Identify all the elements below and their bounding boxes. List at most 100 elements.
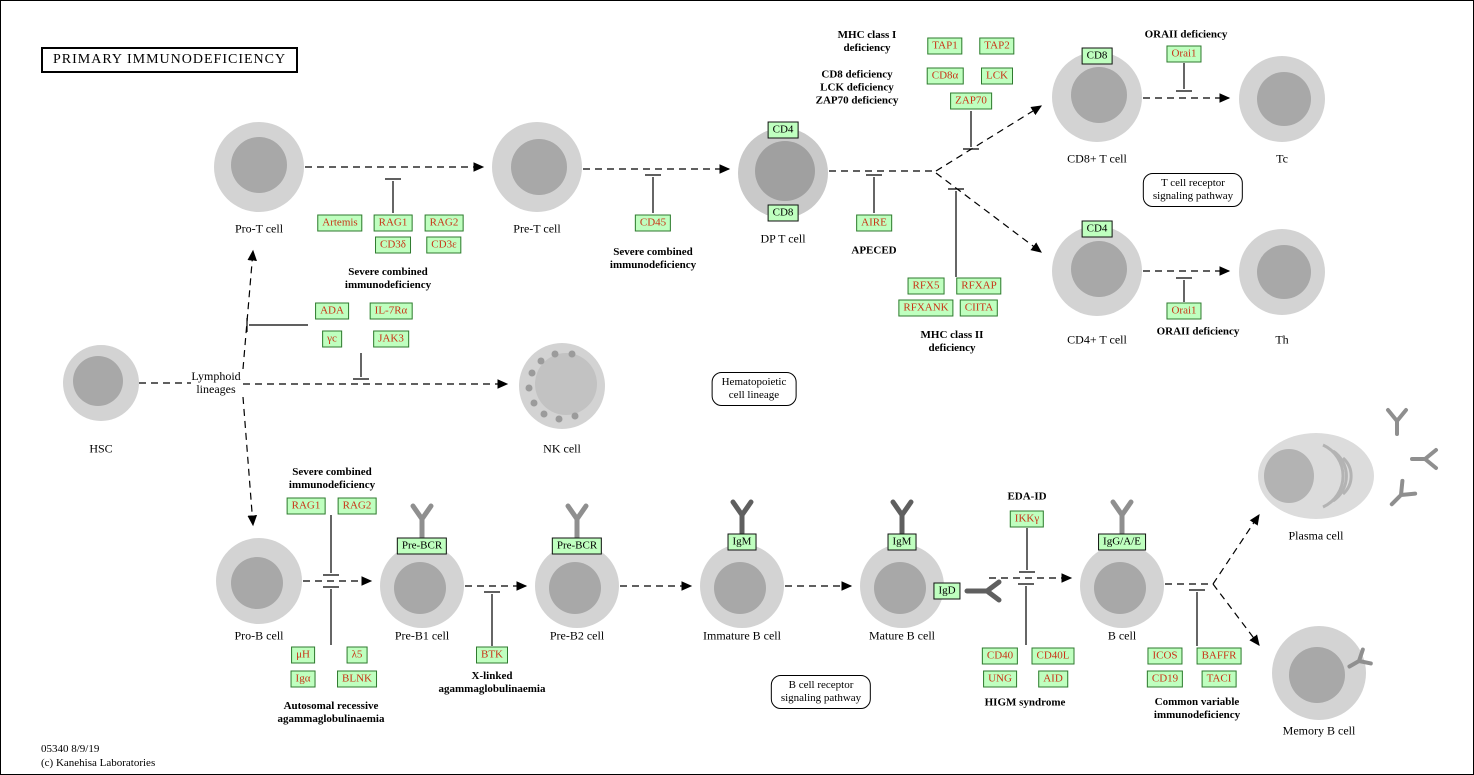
b-cell: [1080, 544, 1164, 628]
gene-lck[interactable]: LCK: [981, 67, 1013, 85]
disease-oraii-top: ORAII deficiency: [1144, 28, 1228, 41]
disease-higm: HIGM syndrome: [984, 696, 1066, 709]
label-memory-b: Memory B cell: [1282, 723, 1356, 738]
gene-btk[interactable]: BTK: [476, 646, 508, 664]
disease-apeced: APECED: [851, 244, 897, 257]
gene-aire[interactable]: AIRE: [856, 214, 892, 232]
gene-jak3[interactable]: JAK3: [373, 330, 409, 348]
gene-rfx5[interactable]: RFX5: [907, 277, 945, 295]
gene-orai1-bottom[interactable]: Orai1: [1166, 302, 1202, 320]
receptor-cd4-mid[interactable]: CD4: [1081, 220, 1113, 238]
label-immature-b: Immature B cell: [703, 628, 781, 643]
copyright: (c) Kanehisa Laboratories: [41, 757, 156, 769]
receptor-cd8-dp[interactable]: CD8: [767, 204, 799, 222]
gene-cd40l[interactable]: CD40L: [1031, 647, 1075, 665]
disease-mhc-class-ii: MHC class II deficiency: [920, 329, 984, 354]
disease-eda-id: EDA-ID: [1007, 490, 1047, 503]
gene-orai1-top[interactable]: Orai1: [1166, 45, 1202, 63]
pre-b2-cell: [535, 544, 619, 628]
gene-ada[interactable]: ADA: [315, 302, 349, 320]
gene-ung[interactable]: UNG: [983, 670, 1017, 688]
gene-cd3e[interactable]: CD3ε: [426, 236, 462, 254]
gene-gamma-c[interactable]: γc: [322, 330, 342, 348]
link-hematopoietic-cell-lineage[interactable]: Hematopoietic cell lineage: [711, 372, 797, 406]
disease-scid-t: Severe combined immunodeficiency: [344, 266, 432, 291]
gene-il7ra[interactable]: IL-7Rα: [369, 302, 413, 320]
label-mature-b: Mature B cell: [869, 628, 935, 643]
cd4-t-cell: [1052, 226, 1142, 316]
label-plasma: Plasma cell: [1288, 528, 1344, 543]
gene-ciita[interactable]: CIITA: [959, 299, 999, 317]
label-th: Th: [1275, 332, 1289, 347]
differentiation-arrows: [139, 93, 1260, 646]
receptor-pre-bcr-1[interactable]: Pre-BCR: [396, 537, 448, 555]
gene-taci[interactable]: TACI: [1201, 670, 1237, 688]
label-cd4-t: CD4+ T cell: [1067, 332, 1127, 347]
link-tcr-signaling-pathway[interactable]: T cell receptor signaling pathway: [1142, 173, 1244, 207]
label-pro-b: Pro-B cell: [234, 628, 284, 643]
gene-ikk-gamma[interactable]: IKKγ: [1009, 510, 1045, 528]
gene-cd19[interactable]: CD19: [1146, 670, 1184, 688]
gene-ig-alpha[interactable]: Igα: [290, 670, 316, 688]
disease-xla: X-linked agammaglobulinaemia: [438, 670, 546, 695]
label-pre-b2: Pre-B2 cell: [549, 628, 605, 643]
disease-scid-cd45: Severe combined immunodeficiency: [609, 246, 697, 271]
receptor-pre-bcr-2[interactable]: Pre-BCR: [551, 537, 603, 555]
receptor-cd4-dp[interactable]: CD4: [767, 121, 799, 139]
tc-cell: [1239, 56, 1325, 142]
label-cd8-t: CD8+ T cell: [1067, 151, 1127, 166]
inhibition-connectors: [246, 63, 1205, 646]
pre-b1-cell: [380, 544, 464, 628]
link-bcr-signaling-pathway[interactable]: B cell receptor signaling pathway: [770, 675, 872, 709]
gene-rfxank[interactable]: RFXANK: [898, 299, 954, 317]
gene-rag1-b[interactable]: RAG1: [286, 497, 326, 515]
gene-mu-h[interactable]: μH: [291, 646, 315, 664]
bcr-y-icons: [410, 408, 1438, 669]
disease-cd8-lck-zap70: CD8 deficiency LCK deficiency ZAP70 defi…: [815, 68, 899, 107]
memory-b-cell: [1272, 626, 1366, 720]
hsc-cell: [63, 345, 139, 421]
gene-zap70[interactable]: ZAP70: [950, 92, 992, 110]
mature-b-cell: [860, 544, 944, 628]
plasma-cell: [1258, 433, 1374, 519]
gene-blnk[interactable]: BLNK: [337, 670, 377, 688]
pro-b-cell: [216, 538, 302, 624]
gene-cd8a[interactable]: CD8α: [926, 67, 964, 85]
gene-rag2-b[interactable]: RAG2: [337, 497, 377, 515]
label-tc: Tc: [1276, 151, 1288, 166]
receptor-cd8-top[interactable]: CD8: [1081, 47, 1113, 65]
pro-t-cell: [214, 122, 304, 212]
cd8-t-cell: [1052, 52, 1142, 142]
receptor-ig-gae[interactable]: IgG/A/E: [1098, 533, 1146, 551]
gene-rag1-t[interactable]: RAG1: [373, 214, 413, 232]
pre-t-cell: [492, 122, 582, 212]
gene-icos[interactable]: ICOS: [1147, 647, 1183, 665]
label-pre-b1: Pre-B1 cell: [394, 628, 450, 643]
map-title: PRIMARY IMMUNODEFICIENCY: [41, 47, 299, 73]
receptor-igm-mature[interactable]: IgM: [887, 533, 917, 551]
gene-cd45[interactable]: CD45: [634, 214, 672, 232]
gene-rfxap[interactable]: RFXAP: [956, 277, 1002, 295]
gene-artemis[interactable]: Artemis: [317, 214, 363, 232]
receptor-igd[interactable]: IgD: [933, 582, 961, 600]
label-nk: NK cell: [543, 441, 581, 456]
disease-cvid: Common variable immunodeficiency: [1153, 696, 1241, 721]
disease-mhc-class-i: MHC class I deficiency: [837, 29, 897, 54]
gene-tap1[interactable]: TAP1: [927, 37, 963, 55]
gene-rag2-t[interactable]: RAG2: [424, 214, 464, 232]
map-id: 05340 8/9/19: [41, 743, 100, 755]
label-b-cell: B cell: [1107, 628, 1137, 643]
gene-lambda5[interactable]: λ5: [346, 646, 368, 664]
gene-aid[interactable]: AID: [1038, 670, 1068, 688]
gene-tap2[interactable]: TAP2: [979, 37, 1015, 55]
gene-baffr[interactable]: BAFFR: [1196, 647, 1242, 665]
immature-b-cell: [700, 544, 784, 628]
label-dp-t: DP T cell: [760, 231, 806, 246]
dp-t-cell: [738, 128, 828, 218]
disease-ar-agammaglobulinaemia: Autosomal recessive agammaglobulinaemia: [277, 700, 385, 725]
th-cell: [1239, 229, 1325, 315]
receptor-igm-immature[interactable]: IgM: [727, 533, 757, 551]
gene-cd3d[interactable]: CD3δ: [375, 236, 411, 254]
gene-cd40[interactable]: CD40: [981, 647, 1019, 665]
